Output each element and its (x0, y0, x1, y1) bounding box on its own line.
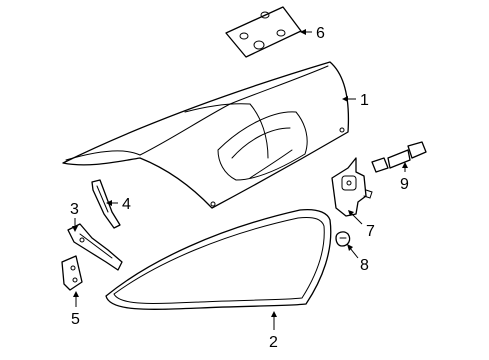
part-2-weatherstrip (105, 208, 332, 310)
callout-2: 2 (269, 334, 278, 351)
part-4-hinge (91, 179, 121, 229)
callout-5: 5 (71, 311, 80, 328)
part-5-hinge-base (61, 255, 83, 291)
part-9-lock-cylinder (371, 141, 427, 173)
leader-lines (72, 29, 408, 330)
callout-3: 3 (70, 201, 79, 218)
part-7-latch (331, 157, 373, 217)
part-1-trunk-lid (62, 61, 350, 209)
callout-4: 4 (122, 196, 131, 213)
callout-8: 8 (360, 257, 369, 274)
callout-9: 9 (400, 176, 409, 193)
callout-1: 1 (360, 92, 369, 109)
part-6-plate (225, 6, 302, 58)
callout-6: 6 (316, 25, 325, 42)
callout-7: 7 (366, 223, 375, 240)
part-3-hinge-arm (67, 223, 123, 271)
part-8-clip (335, 231, 351, 247)
